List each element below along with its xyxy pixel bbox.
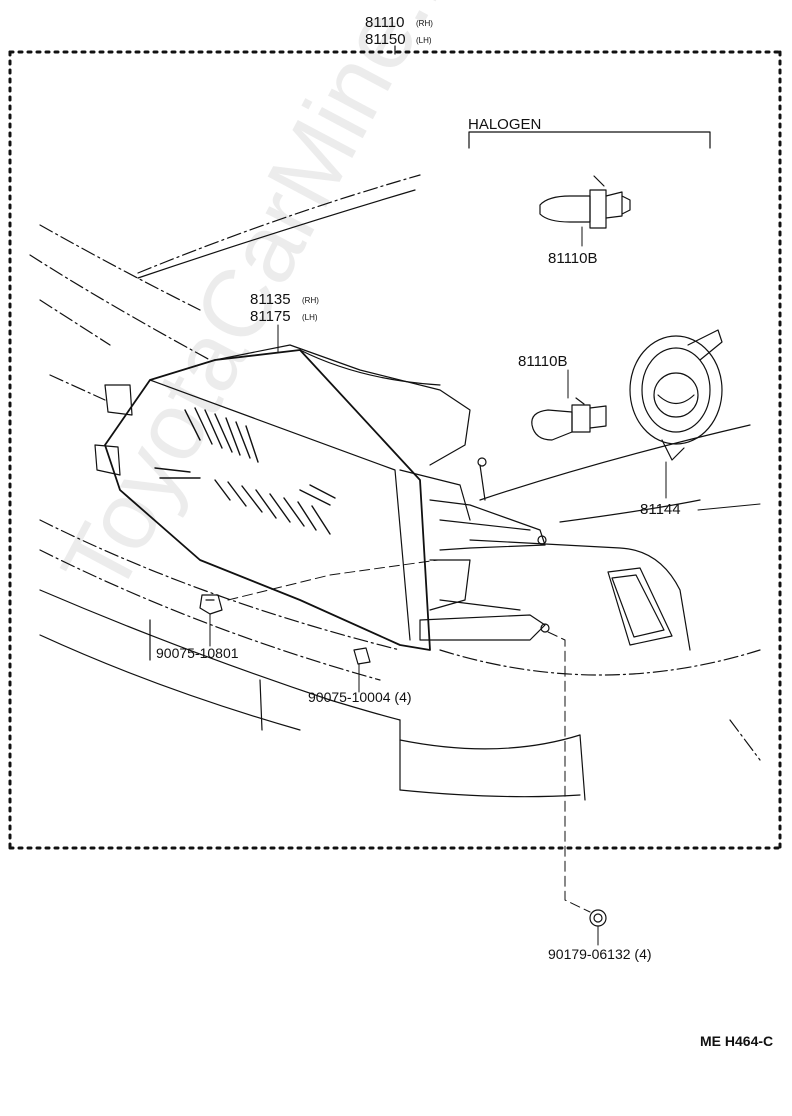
- halogen-label: HALOGEN: [468, 116, 541, 133]
- bulb-halogen-number: 81110B: [548, 250, 598, 267]
- side-marker-lamp: [607, 567, 673, 646]
- nut-number: 90179-06132 (4): [548, 946, 652, 962]
- clip-2-number: 90075-10004 (4): [308, 689, 412, 705]
- bulb-second-number: 81110B: [518, 353, 568, 370]
- figure-code: ME H464-C: [700, 1033, 773, 1049]
- nut-90179-06132-icon: [589, 909, 607, 927]
- clip-90075-10004-icon: [353, 647, 371, 665]
- unit-side-lh: (LH): [302, 313, 318, 322]
- leader-lines: [209, 226, 761, 946]
- halogen-bulb-icon: [539, 175, 631, 229]
- vehicle-body-outline: [29, 174, 761, 761]
- unit-number-lh: 81175: [250, 308, 291, 325]
- socket-cover-number: 81144: [640, 501, 681, 518]
- assembly-side-lh: (LH): [416, 36, 432, 45]
- assembly-side-rh: (RH): [416, 19, 433, 28]
- lens-pattern: [154, 407, 336, 535]
- halogen-bracket: [468, 131, 711, 149]
- assembly-number-rh: 81110: [365, 14, 405, 31]
- assembly-boundary: [8, 50, 782, 850]
- hood-line: [137, 189, 416, 279]
- parking-bulb-icon: [531, 397, 607, 441]
- clip-1-number: 90075-10801: [156, 645, 239, 661]
- socket-cover-icon: [629, 329, 723, 461]
- clip-90075-10801-icon: [199, 594, 223, 615]
- unit-side-rh: (RH): [302, 296, 319, 305]
- aiming-bracket: [419, 457, 550, 641]
- unit-number-rh: 81135: [250, 291, 291, 308]
- assembly-number-lh: 81150: [365, 31, 406, 48]
- headlamp-unit: [94, 344, 471, 651]
